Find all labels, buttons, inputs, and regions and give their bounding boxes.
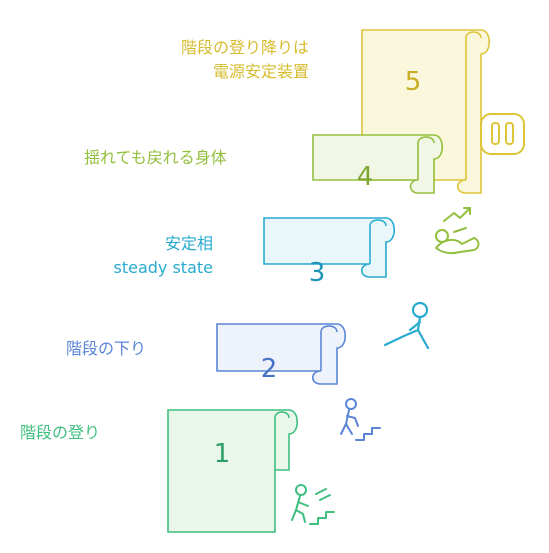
step-3-label-line1: 安定相 — [164, 234, 213, 253]
step-4-card: 4 — [312, 134, 444, 194]
step-3-label-line2: steady state — [113, 258, 214, 277]
person-descending-stairs-icon — [340, 398, 381, 441]
step-3-number: 3 — [309, 258, 326, 288]
person-climbing-stairs-icon — [291, 484, 335, 525]
step-2-card: 2 — [216, 323, 347, 385]
step-1-card: 1 — [167, 409, 299, 533]
step-2-label: 階段の下り — [66, 339, 147, 358]
step-5-label-line1: 階段の登り降りは — [180, 38, 309, 57]
step-5-label: 階段の登り降りは 電源安定装置 — [181, 36, 309, 84]
step-5-number: 5 — [405, 67, 422, 97]
step-4-label: 揺れても戻れる身体 — [84, 148, 227, 167]
step-3-card: 3 — [263, 217, 396, 288]
body-rebound-icon — [435, 207, 480, 255]
power-outlet-icon — [480, 113, 525, 155]
step-1-number: 1 — [214, 439, 231, 469]
person-lunge-icon — [383, 301, 430, 350]
step-4-number: 4 — [357, 162, 374, 192]
step-2-number: 2 — [261, 354, 278, 384]
step-3-label: 安定相 steady state — [114, 232, 214, 280]
step-5-label-line2: 電源安定装置 — [212, 62, 309, 81]
step-1-label: 階段の登り — [20, 423, 101, 442]
